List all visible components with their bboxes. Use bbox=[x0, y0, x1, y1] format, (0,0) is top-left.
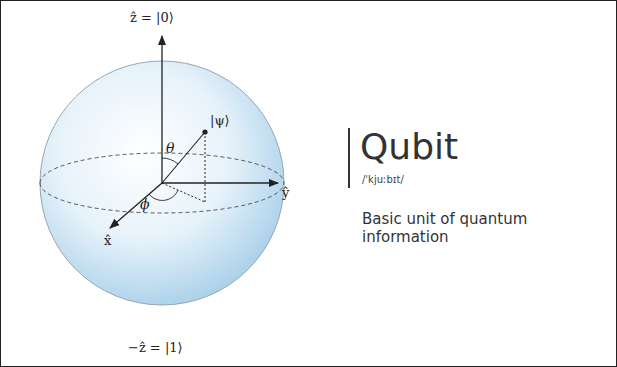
angle-label: ϕ bbox=[140, 196, 150, 212]
axis-label: −ẑ = |1⟩ bbox=[128, 340, 183, 355]
title-text: Qubit bbox=[360, 126, 458, 167]
axis-label: ẑ = |0⟩ bbox=[130, 10, 174, 25]
pronunciation: /ˈkjuːbɪt/ bbox=[362, 174, 404, 185]
axis-label: x̂ bbox=[104, 233, 111, 248]
state-label: |ψ⟩ bbox=[210, 113, 230, 128]
angle-label: θ bbox=[166, 140, 174, 156]
axis-label: ŷ bbox=[282, 185, 289, 200]
description: Basic unit of quantum information bbox=[362, 210, 537, 246]
